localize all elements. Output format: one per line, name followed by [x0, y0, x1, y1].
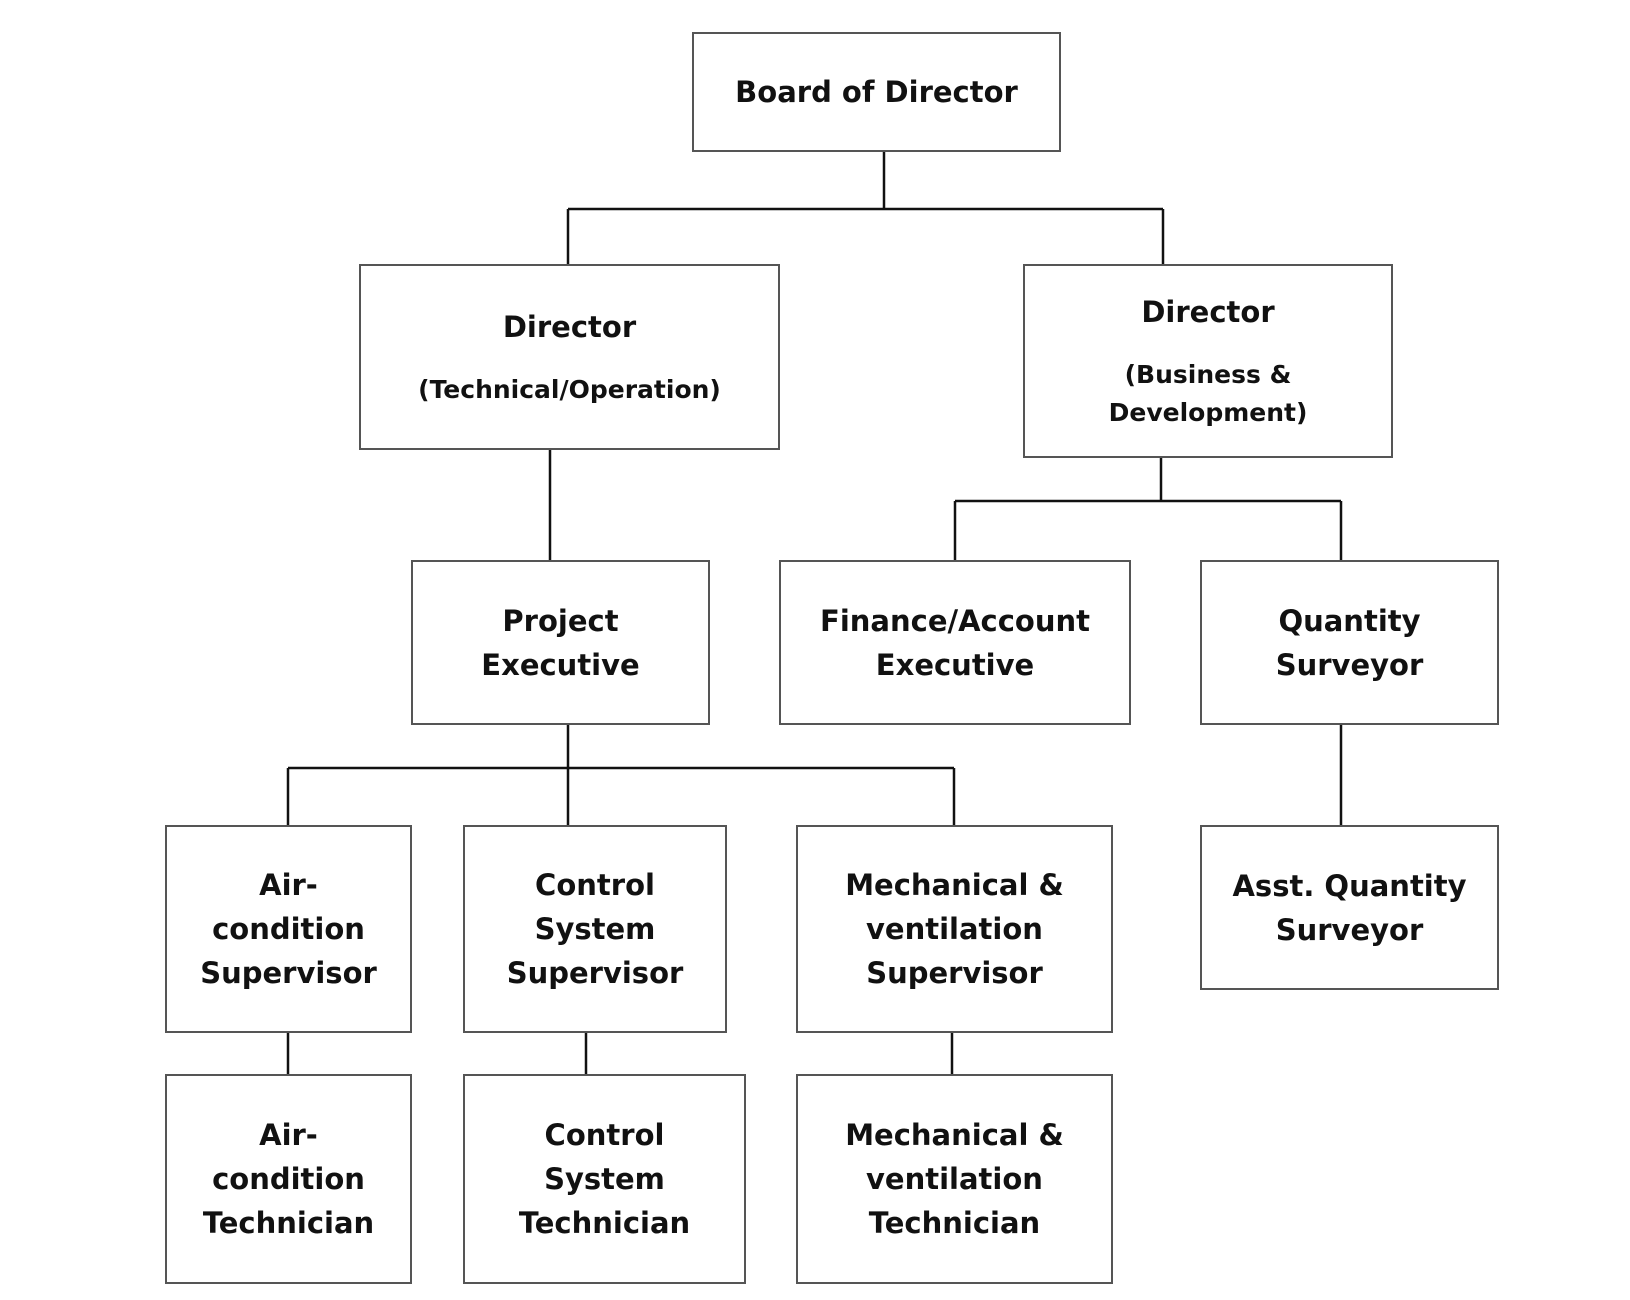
node-label: Quantity Surveyor: [1275, 603, 1424, 682]
node-label: Director: [1141, 295, 1275, 329]
node-aircondition-technician: Air- condition Technician: [165, 1074, 412, 1284]
node-asst-quantity-surveyor: Asst. Quantity Surveyor: [1200, 825, 1499, 990]
node-sublabel: (Technical/Operation): [418, 375, 721, 404]
node-label: Finance/Account Executive: [820, 603, 1090, 682]
node-finance-account-executive: Finance/Account Executive: [779, 560, 1131, 725]
node-label: Asst. Quantity Surveyor: [1232, 868, 1467, 947]
node-label: Board of Director: [735, 75, 1018, 109]
node-label: Control System Supervisor: [506, 868, 684, 990]
node-label: Director: [502, 310, 637, 344]
node-project-executive: Project Executive: [411, 560, 710, 725]
node-label: Air- condition Supervisor: [200, 868, 377, 990]
node-director-technical: Director (Technical/Operation): [359, 264, 780, 450]
node-control-system-technician: Control System Technician: [463, 1074, 746, 1284]
node-aircondition-supervisor: Air- condition Supervisor: [165, 825, 412, 1033]
node-label: Mechanical & ventilation Technician: [845, 1118, 1064, 1240]
node-label: Air- condition Technician: [202, 1118, 375, 1240]
node-mechanical-ventilation-supervisor: Mechanical & ventilation Supervisor: [796, 825, 1113, 1033]
node-label: Mechanical & ventilation Supervisor: [845, 868, 1064, 990]
node-mechanical-ventilation-technician: Mechanical & ventilation Technician: [796, 1074, 1113, 1284]
node-sublabel: (Business & Development): [1108, 360, 1308, 427]
node-director-business: Director (Business & Development): [1023, 264, 1393, 458]
node-control-system-supervisor: Control System Supervisor: [463, 825, 727, 1033]
node-board-of-director: Board of Director: [692, 32, 1061, 152]
node-label: Project Executive: [481, 603, 640, 682]
node-label: Control System Technician: [518, 1118, 691, 1240]
node-quantity-surveyor: Quantity Surveyor: [1200, 560, 1499, 725]
